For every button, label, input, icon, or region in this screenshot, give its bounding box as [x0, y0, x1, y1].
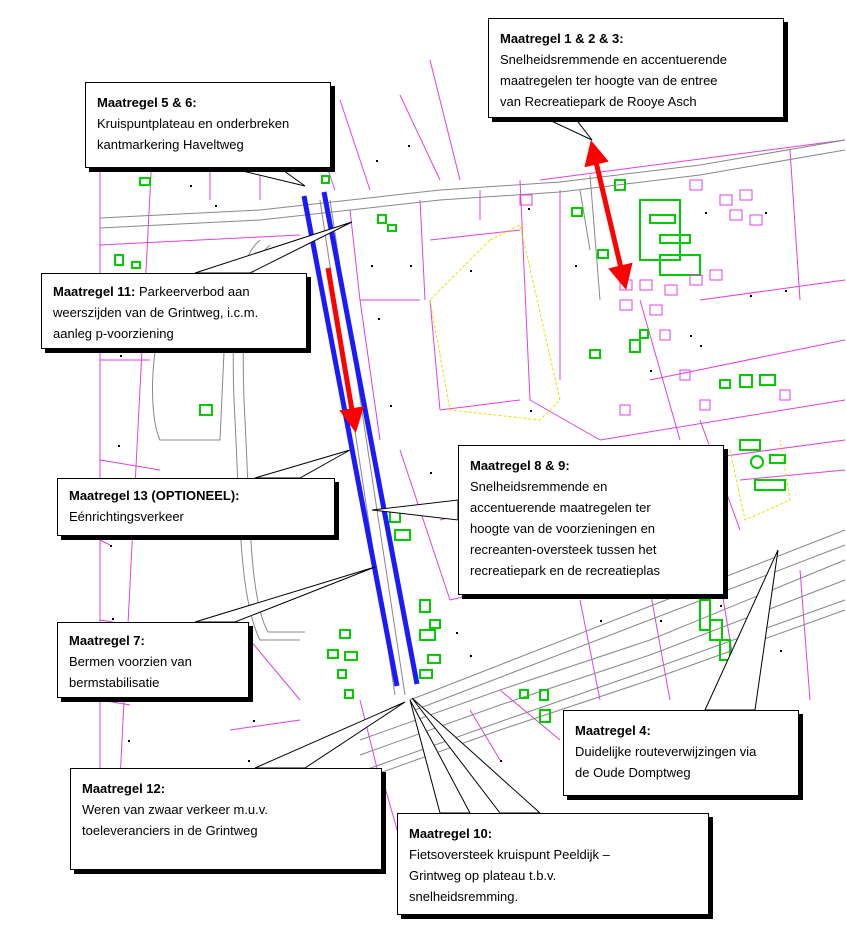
callout-title: Maatregel 13 (OPTIONEEL): — [69, 488, 240, 503]
callout-title: Maatregel 4: — [575, 723, 651, 738]
callout-line: Snelheidsremmende en — [470, 479, 608, 494]
callout-maatregel-11: Maatregel 11: Parkeerverbod aan weerszij… — [41, 273, 307, 349]
callout-line: Snelheidsremmende en accentuerende — [500, 52, 727, 67]
callout-first-line: Maatregel 11: Parkeerverbod aan — [53, 281, 295, 302]
entrance-red-double-arrow — [584, 140, 633, 290]
callout-maatregel-5-6: Maatregel 5 & 6: Kruispuntplateau en ond… — [85, 82, 331, 168]
callout-maatregel-8-9: Maatregel 8 & 9: Snelheidsremmende en ac… — [458, 445, 724, 595]
callout-line: Bermen voorzien van — [69, 654, 192, 669]
callout-line: hoogte van de voorzieningen en — [470, 521, 656, 536]
callout-maatregel-7: Maatregel 7: Bermen voorzien van bermsta… — [57, 622, 249, 698]
pointer-m12 — [254, 701, 406, 769]
blue-measure-line-west — [301, 195, 400, 687]
callout-line: recreanten-oversteek tussen het — [470, 542, 657, 557]
callout-title: Maatregel 8 & 9: — [470, 458, 570, 473]
callout-maatregel-12: Maatregel 12: Weren van zwaar verkeer m.… — [70, 768, 382, 870]
callout-line: maatregelen ter hoogte van de entree — [500, 73, 718, 88]
callout-line: Eénrichtingsverkeer — [69, 509, 184, 524]
pointer-m11 — [194, 221, 353, 274]
buildings — [114, 175, 786, 723]
callout-line: accentuerende maatregelen ter — [470, 500, 651, 515]
blue-measure-line-east — [321, 191, 420, 685]
callout-title: Maatregel 5 & 6: — [97, 95, 197, 110]
callout-line: toeleveranciers in de Grintweg — [82, 823, 258, 838]
measure-lines — [301, 140, 633, 687]
callout-maatregel-13: Maatregel 13 (OPTIONEEL): Eénrichtingsve… — [57, 478, 335, 536]
callout-line: aanleg p-voorziening — [53, 326, 174, 341]
callout-line: Fietsoversteek kruispunt Peeldijk – — [409, 847, 610, 862]
callout-line: Weren van zwaar verkeer m.u.v. — [82, 802, 268, 817]
callout-line: Duidelijke routeverwijzingen via — [575, 744, 757, 759]
callout-line: de Oude Domptweg — [575, 765, 691, 780]
callout-maatregel-10: Maatregel 10: Fietsoversteek kruispunt P… — [397, 813, 709, 915]
callout-maatregel-4: Maatregel 4: Duidelijke routeverwijzinge… — [563, 710, 799, 796]
callout-line: Kruispuntplateau en onderbreken — [97, 116, 290, 131]
pointer-m1 — [544, 117, 593, 141]
callout-title-rest: Parkeerverbod aan — [135, 284, 250, 299]
callout-title: Maatregel 10: — [409, 826, 493, 841]
pointer-m13 — [254, 449, 351, 479]
callout-line: van Recreatiepark de Rooye Asch — [500, 94, 697, 109]
callout-line: recreatiepark en de recreatieplas — [470, 563, 661, 578]
callout-line: weerszijden van de Grintweg, i.c.m. — [53, 305, 259, 320]
callout-line: snelheidsremming. — [409, 889, 519, 904]
callout-maatregel-1-2-3: Maatregel 1 & 2 & 3: Snelheidsremmende e… — [488, 18, 784, 118]
one-way-red-arrow — [325, 267, 364, 433]
callout-title: Maatregel 1 & 2 & 3: — [500, 31, 624, 46]
pointer-m5 — [229, 167, 306, 187]
callout-title: Maatregel 11: — [53, 284, 136, 299]
callout-line: kantmarkering Haveltweg — [97, 137, 244, 152]
pointer-m7 — [194, 566, 376, 623]
callout-title: Maatregel 7: — [69, 633, 145, 648]
callout-line: Grintweg op plateau t.b.v. — [409, 868, 557, 883]
callout-line: bermstabilisatie — [69, 675, 160, 690]
callout-title: Maatregel 12: — [82, 781, 166, 796]
dashed-boundary — [429, 224, 791, 521]
